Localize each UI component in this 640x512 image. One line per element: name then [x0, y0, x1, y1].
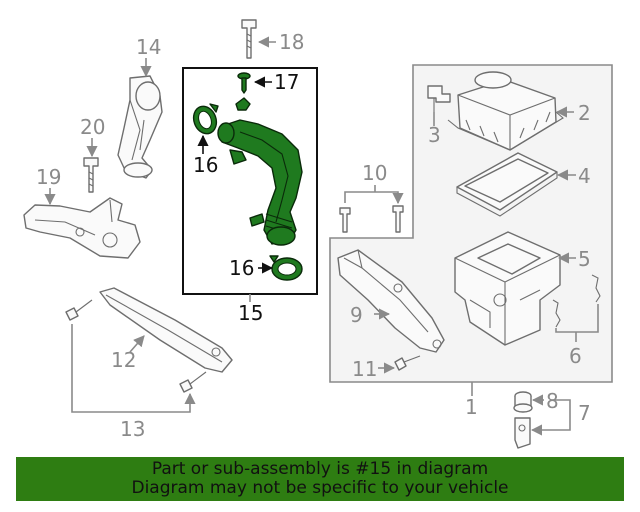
callout-6: 6 [569, 344, 582, 368]
mount-grommet[interactable] [513, 391, 533, 413]
air-duct-upper[interactable] [117, 75, 163, 179]
push-pin-fastener[interactable] [235, 72, 251, 111]
duct-bracket[interactable] [23, 197, 141, 259]
air-filter-element[interactable] [456, 152, 558, 217]
duct-bolt-top[interactable] [241, 19, 257, 59]
callout-3: 3 [428, 123, 441, 147]
callout-20: 20 [80, 115, 105, 139]
leader-12 [129, 335, 145, 353]
banner-line-1: Part or sub-assembly is #15 in diagram [151, 459, 489, 479]
hose-clamp-upper[interactable] [190, 103, 220, 137]
mass-air-flow-sensor[interactable] [427, 85, 451, 112]
callout-13: 13 [120, 417, 145, 441]
callout-9: 9 [350, 303, 363, 327]
callout-7: 7 [578, 401, 591, 425]
callout-17: 17 [274, 70, 299, 94]
callout-1: 1 [465, 395, 478, 419]
air-deflector[interactable] [99, 287, 233, 373]
callout-5: 5 [578, 247, 591, 271]
callout-11: 11 [352, 357, 377, 381]
callout-12: 12 [111, 348, 136, 372]
leader-13 [71, 324, 196, 413]
parts-diagram: 1 2 3 4 5 6 7 8 9 10 11 12 13 14 18 19 2… [23, 19, 613, 449]
callout-4: 4 [578, 164, 591, 188]
callout-14: 14 [136, 35, 161, 59]
callout-19: 19 [36, 165, 61, 189]
air-cleaner-lower-housing[interactable] [454, 231, 561, 346]
bracket-bolt[interactable] [83, 157, 99, 193]
mount-bracket[interactable] [514, 417, 531, 449]
hose-clamp-lower[interactable] [269, 255, 303, 281]
air-cleaner-cover[interactable] [447, 71, 564, 151]
leader-6 [555, 304, 599, 342]
callout-2: 2 [578, 101, 591, 125]
callout-8: 8 [546, 389, 559, 413]
callout-18: 18 [279, 30, 304, 54]
duct-bolt[interactable] [394, 355, 421, 371]
callout-15: 15 [238, 301, 263, 325]
leader-10 [344, 185, 398, 203]
air-intake-duct[interactable] [337, 249, 445, 353]
deflector-screws[interactable] [65, 299, 207, 393]
callout-16-lower: 16 [229, 256, 254, 280]
housing-clips[interactable] [552, 274, 601, 328]
leader-7 [530, 399, 571, 436]
banner-line-2: Diagram may not be specific to your vehi… [131, 478, 509, 498]
housing-bolts[interactable] [339, 205, 404, 233]
info-banner: Part or sub-assembly is #15 in diagram D… [16, 457, 624, 501]
air-inlet-hose-highlighted[interactable] [217, 119, 303, 246]
callout-16-upper: 16 [193, 153, 218, 177]
callout-10: 10 [362, 161, 387, 185]
